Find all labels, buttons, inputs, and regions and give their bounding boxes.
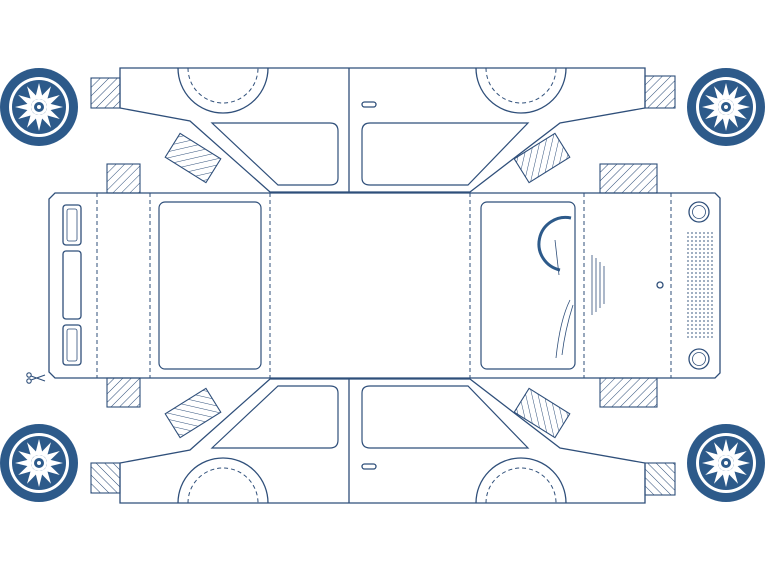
wheel-icon [0, 424, 78, 502]
wheel-icon [687, 424, 765, 502]
wheel-icon [0, 68, 78, 146]
body-strip [48, 163, 721, 408]
scissors-icon [26, 372, 46, 384]
side-panel-top [90, 67, 676, 193]
side-panel-bottom [90, 378, 676, 504]
wheel-icon [687, 68, 765, 146]
